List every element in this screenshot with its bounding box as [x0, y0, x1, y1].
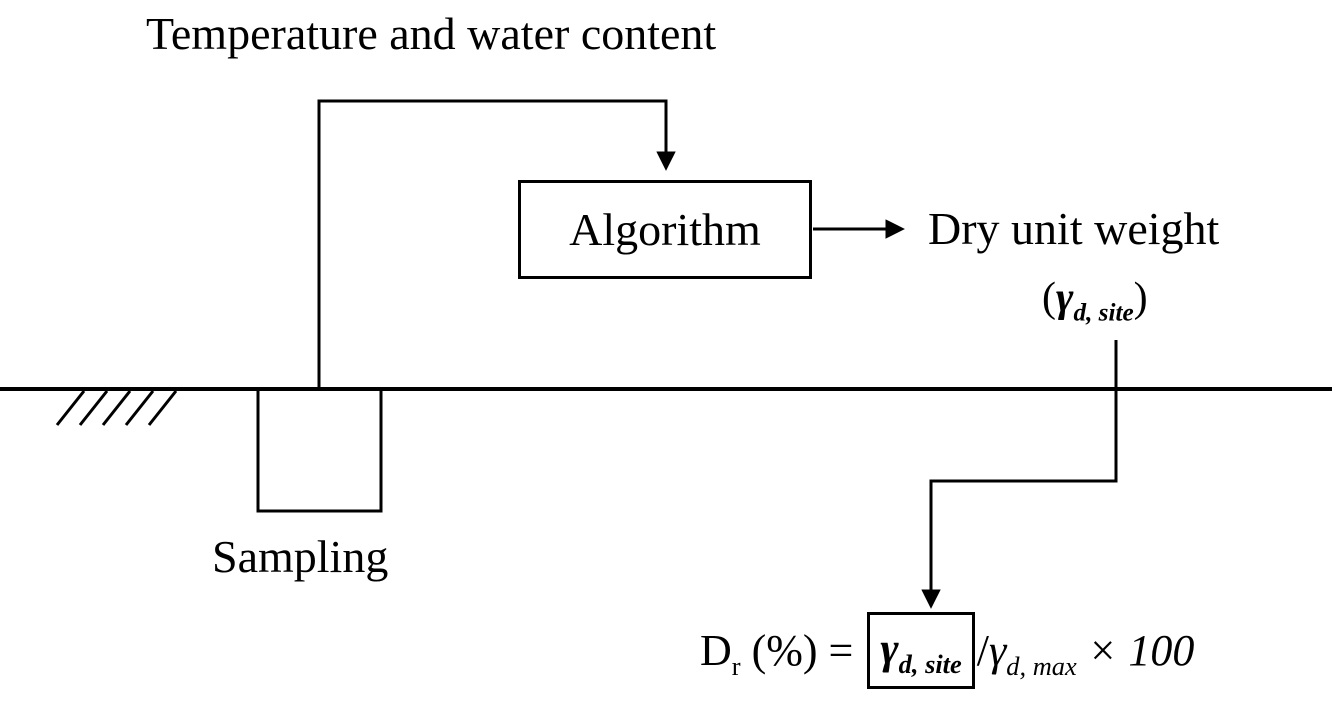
formula-gamma-max-subscript: d, max: [1006, 650, 1077, 681]
connector-temp-to-algorithm: [317, 99, 676, 387]
formula-lhs: Dr (%) =: [700, 625, 854, 679]
formula-rhs: /γd, max × 100: [976, 625, 1195, 679]
temperature-water-content-label: Temperature and water content: [146, 8, 717, 59]
gamma-symbol: γ: [1056, 275, 1074, 321]
gamma-subscript: d, site: [1073, 299, 1134, 327]
sampling-label: Sampling: [212, 531, 389, 582]
formula-equals: (%) =: [740, 626, 854, 675]
paren-open: (: [1042, 275, 1056, 321]
dry-unit-weight-label: Dry unit weight: [928, 203, 1220, 254]
algorithm-label: Algorithm: [569, 204, 761, 255]
sampling-pit: [256, 389, 383, 513]
formula-d: D: [700, 626, 732, 675]
algorithm-box: Algorithm: [518, 180, 812, 279]
boxed-gamma-symbol: γ: [880, 624, 899, 673]
formula-d-subscript: r: [731, 650, 741, 681]
formula-slash: /: [976, 626, 989, 675]
boxed-gamma-subscript: d, site: [898, 648, 962, 679]
relative-density-formula: Dr (%) = γd, site /γd, max × 100: [700, 612, 1194, 689]
hatch-marks: [55, 390, 178, 426]
formula-boxed-gamma: γd, site: [867, 612, 975, 689]
formula-times-100: × 100: [1076, 626, 1195, 675]
paren-close: ): [1133, 275, 1148, 321]
connector-site-to-formula: [921, 340, 1118, 609]
formula-gamma-max: γ: [988, 626, 1007, 675]
gamma-d-site-symbol: (γd, site): [1042, 274, 1148, 325]
